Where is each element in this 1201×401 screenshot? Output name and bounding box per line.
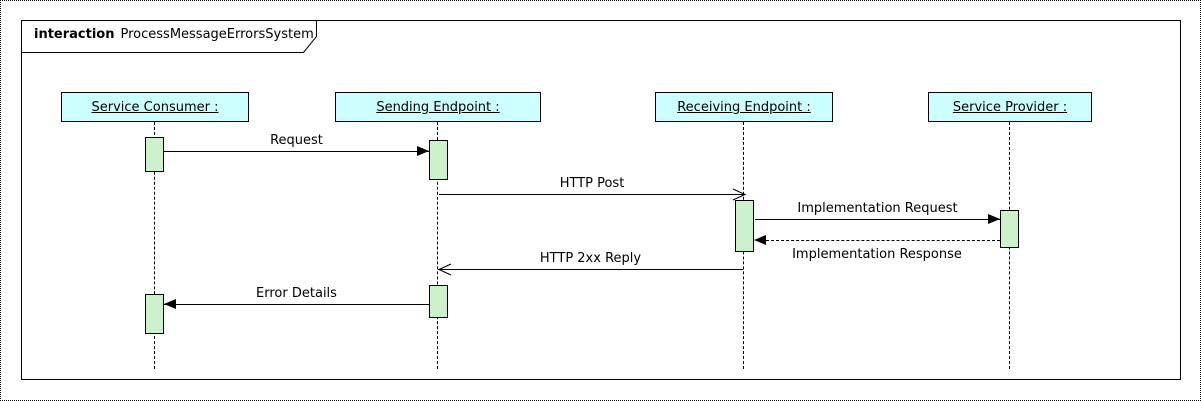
- message-line-http-2xx-reply: [438, 269, 743, 270]
- frame-title: interaction ProcessMessageErrorsSystem: [34, 27, 314, 42]
- lifeline-label-service-provider: Service Provider :: [952, 99, 1068, 115]
- lifeline-label-service-consumer: Service Consumer :: [91, 99, 219, 115]
- filled-arrowhead-icon: [988, 214, 1000, 224]
- lifeline-head-service-consumer: Service Consumer :: [61, 92, 249, 122]
- lifeline-head-receiving-endpoint: Receiving Endpoint :: [655, 92, 833, 122]
- message-label-http-post: HTTP Post: [559, 176, 625, 191]
- filled-arrowhead-icon: [164, 299, 176, 309]
- message-label-error-details: Error Details: [256, 286, 337, 301]
- frame-name: ProcessMessageErrorsSystem: [120, 27, 314, 42]
- filled-arrowhead-icon: [417, 146, 429, 156]
- message-label-implementation-response: Implementation Response: [792, 247, 962, 262]
- lifeline-label-receiving-endpoint: Receiving Endpoint :: [677, 99, 811, 115]
- message-line-http-post: [439, 194, 745, 195]
- open-arrowhead-icon: [438, 263, 452, 276]
- lifeline-head-sending-endpoint: Sending Endpoint :: [335, 92, 541, 122]
- interaction-frame-border: [21, 20, 1181, 380]
- message-label-http-2xx-reply: HTTP 2xx Reply: [539, 251, 642, 266]
- activation-bar-consumer-1: [145, 137, 164, 172]
- open-arrowhead-icon: [732, 188, 746, 201]
- activation-bar-sending-2: [429, 285, 448, 318]
- lifeline-sending-endpoint: [437, 122, 438, 369]
- activation-bar-receiving-1: [735, 200, 754, 252]
- message-line-request: [164, 151, 429, 152]
- lifeline-label-sending-endpoint: Sending Endpoint :: [376, 99, 500, 115]
- message-label-implementation-request: Implementation Request: [797, 201, 958, 216]
- activation-bar-sending-1: [429, 140, 448, 180]
- frame-title-pentagon: [21, 20, 317, 53]
- activation-bar-provider-1: [1000, 210, 1019, 248]
- lifeline-head-service-provider: Service Provider :: [928, 92, 1092, 122]
- lifeline-service-consumer: [154, 122, 155, 369]
- activation-bar-consumer-2: [145, 294, 164, 334]
- message-line-implementation-response: [766, 240, 1000, 241]
- message-line-error-details: [164, 304, 429, 305]
- filled-arrowhead-icon: [754, 235, 766, 245]
- message-line-implementation-request: [755, 219, 1000, 220]
- message-label-request: Request: [270, 133, 323, 148]
- frame-keyword: interaction: [34, 27, 115, 42]
